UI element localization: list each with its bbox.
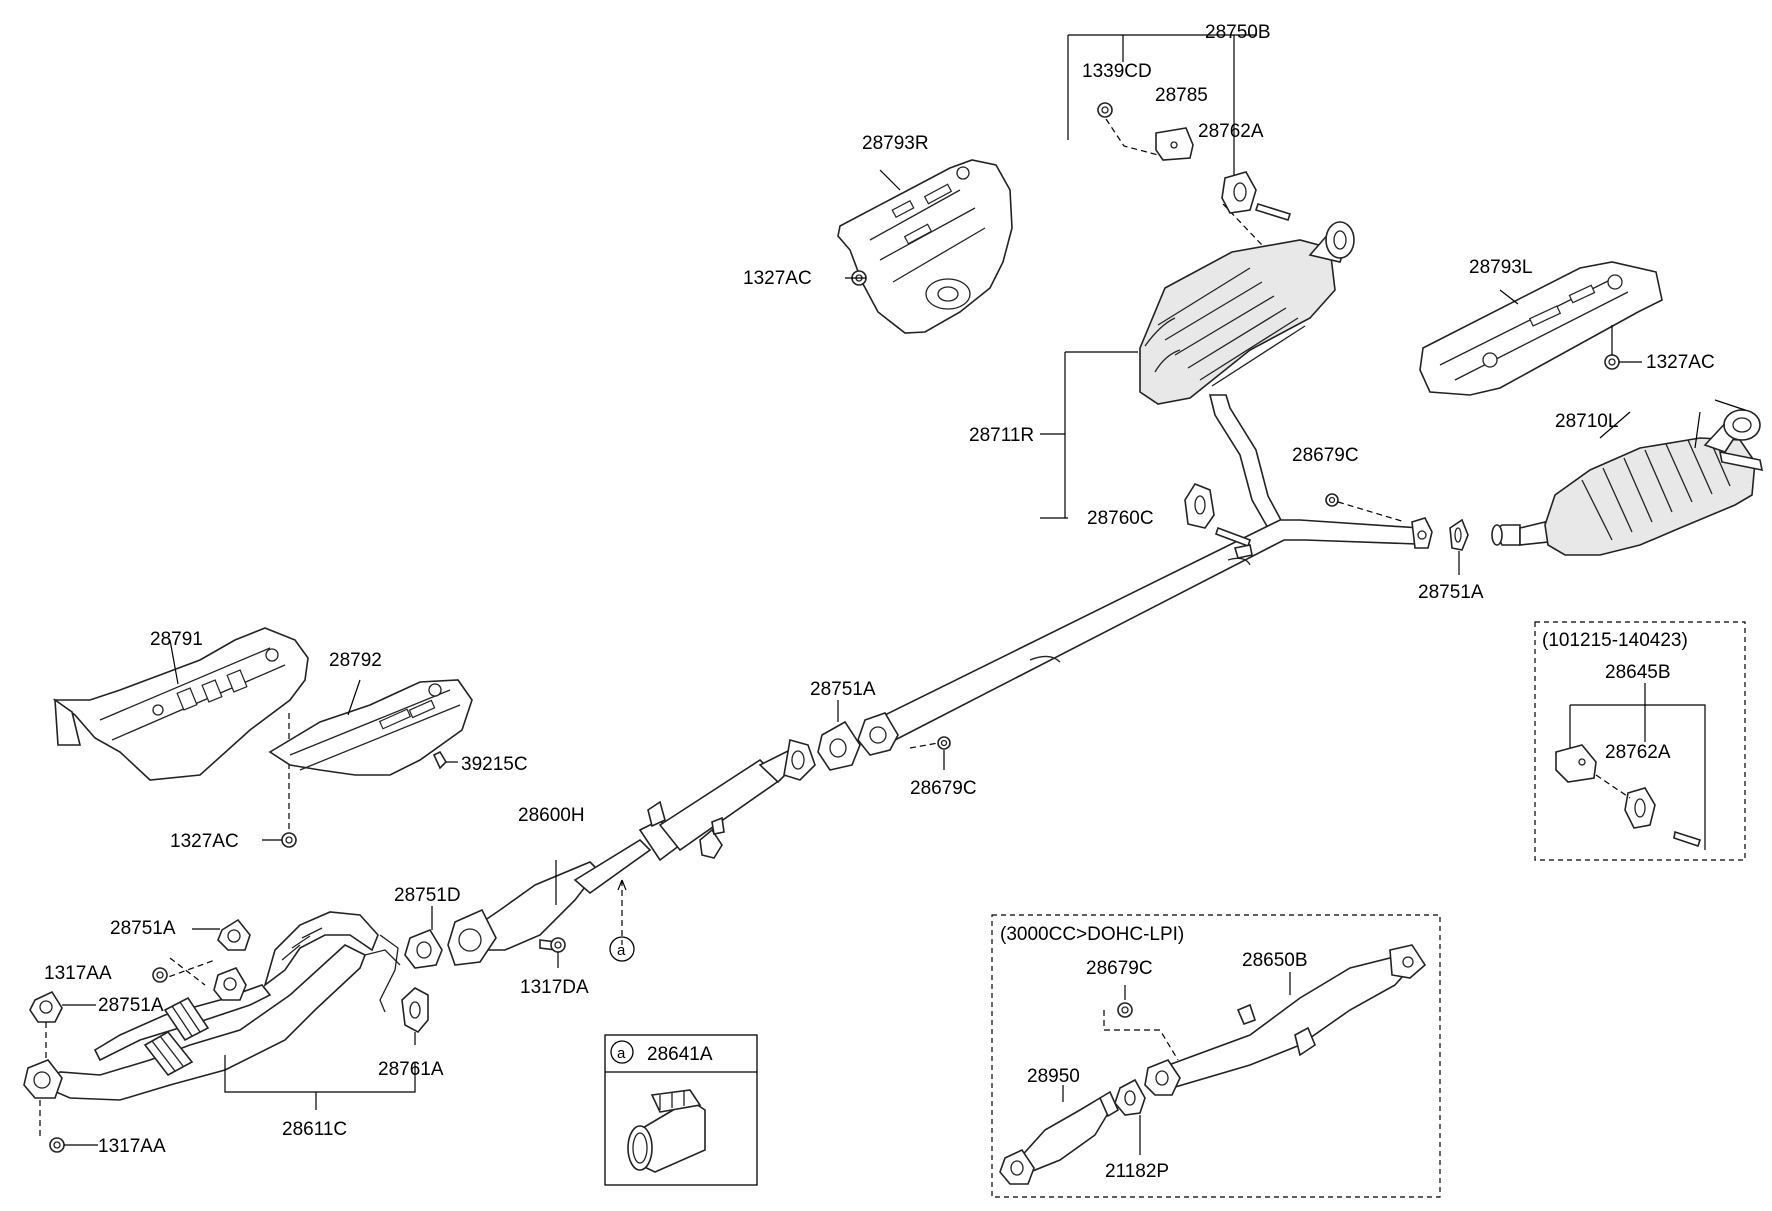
label-28650b[interactable]: 28650B	[1242, 950, 1308, 971]
inset-clamp	[604, 1034, 758, 1186]
label-28645b[interactable]: 28645B	[1605, 662, 1671, 683]
label-28793l[interactable]: 28793L	[1469, 257, 1532, 278]
label-1317aa-2[interactable]: 1317AA	[98, 1136, 166, 1157]
label-28751a-right[interactable]: 28751A	[1418, 582, 1484, 603]
label-1317da[interactable]: 1317DA	[520, 977, 589, 998]
label-28679c-inset[interactable]: 28679C	[1086, 958, 1153, 979]
label-28711r[interactable]: 28711R	[969, 425, 1034, 446]
label-28760c[interactable]: 28760C	[1087, 508, 1154, 529]
heat-shield-28792	[262, 679, 473, 848]
hanger-28760c	[1184, 483, 1215, 529]
label-1317aa-1[interactable]: 1317AA	[44, 963, 112, 984]
label-28679c-mid[interactable]: 28679C	[910, 778, 977, 799]
label-28710l[interactable]: 28710L	[1555, 411, 1618, 432]
part-labels: 28750B 1339CD 28785 28762A 28793R 1327AC…	[44, 22, 1715, 1182]
label-inset-range: (101215-140423)	[1542, 630, 1688, 651]
nut-28679c-mid	[909, 736, 951, 770]
y-pipe	[857, 517, 1433, 756]
label-28751a-l2[interactable]: 28751A	[98, 995, 164, 1016]
label-21182p[interactable]: 21182P	[1105, 1161, 1169, 1182]
gasket-28751d	[404, 906, 443, 969]
heat-shield-28793l	[1419, 261, 1663, 396]
label-28641a[interactable]: 28641A	[647, 1044, 713, 1065]
label-28762a-inset[interactable]: 28762A	[1605, 742, 1671, 763]
label-1327ac-l[interactable]: 1327AC	[1646, 352, 1715, 373]
label-28751a-mid[interactable]: 28751A	[810, 679, 876, 700]
label-28791[interactable]: 28791	[150, 629, 203, 650]
label-28750b[interactable]: 28750B	[1205, 22, 1271, 43]
label-28793r[interactable]: 28793R	[862, 133, 929, 154]
hanger-group-top	[1067, 34, 1301, 255]
converter-28600h	[447, 738, 816, 966]
muffler-28711r	[1040, 221, 1355, 530]
label-28751a-l1[interactable]: 28751A	[110, 918, 176, 939]
label-28751d[interactable]: 28751D	[394, 885, 461, 906]
label-1327ac-b[interactable]: 1327AC	[170, 831, 239, 852]
front-pipe-28611c	[23, 911, 429, 1153]
gasket-28751a-right	[1449, 518, 1469, 575]
label-28792[interactable]: 28792	[329, 650, 382, 671]
label-28762a-top[interactable]: 28762A	[1198, 121, 1264, 142]
label-inset-condition: (3000CC>DOHC-LPI)	[1000, 924, 1184, 945]
label-28950[interactable]: 28950	[1027, 1066, 1080, 1087]
heat-shield-28791	[52, 627, 309, 830]
heat-shield-28793r	[837, 159, 1013, 334]
muffler-28710l	[1491, 399, 1764, 556]
inset-hanger-kit	[1534, 621, 1746, 861]
label-1339cd[interactable]: 1339CD	[1082, 61, 1152, 82]
label-28600h[interactable]: 28600H	[518, 805, 585, 826]
label-callout-a[interactable]: a	[617, 942, 626, 959]
label-inset-a[interactable]: a	[617, 1045, 626, 1062]
callout-a	[609, 936, 635, 962]
label-39215c[interactable]: 39215C	[461, 754, 528, 775]
gasket-28751a-mid	[817, 700, 861, 771]
inset-lpi-variant	[991, 914, 1441, 1198]
label-28611c[interactable]: 28611C	[282, 1119, 347, 1140]
nut-28679c-y	[1325, 493, 1406, 523]
label-1327ac-r[interactable]: 1327AC	[743, 268, 812, 289]
label-28785[interactable]: 28785	[1155, 85, 1208, 106]
nut-1317da	[550, 937, 566, 968]
label-28761a[interactable]: 28761A	[378, 1059, 444, 1080]
label-28679c-y[interactable]: 28679C	[1292, 445, 1359, 466]
